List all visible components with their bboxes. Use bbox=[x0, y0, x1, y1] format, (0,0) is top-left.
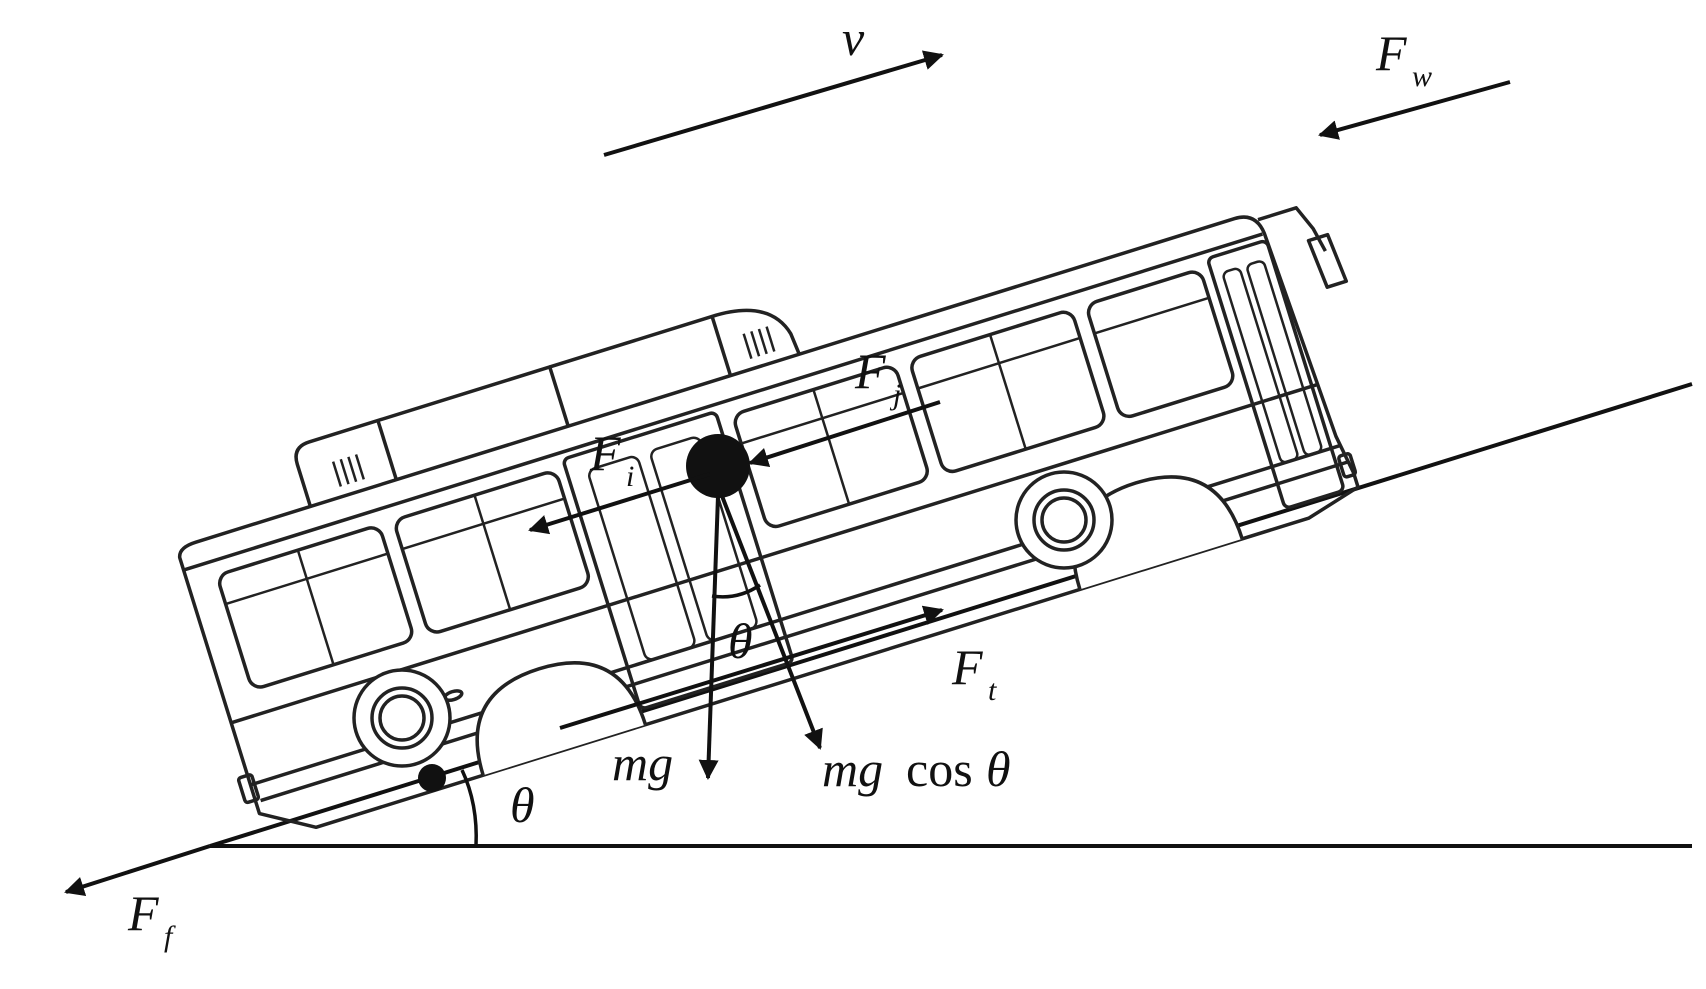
bus-roof-line bbox=[183, 232, 1263, 572]
friction-force-subscript: f bbox=[164, 920, 176, 953]
normal-component-theta: θ bbox=[986, 741, 1011, 797]
friction-force-arrow bbox=[64, 844, 211, 897]
bus-roof-unit-front bbox=[549, 308, 801, 369]
inertia-force-subscript: i bbox=[626, 460, 634, 493]
bus-belt-line bbox=[230, 382, 1319, 725]
contact-point bbox=[418, 764, 446, 792]
grade-force-label: F bbox=[854, 343, 886, 399]
bus-wheel-front bbox=[1014, 470, 1114, 570]
slope-angle-label: θ bbox=[510, 777, 535, 833]
gravity-label: mg bbox=[612, 735, 673, 791]
gravity-arrow bbox=[698, 495, 720, 780]
bus-vent-rear bbox=[331, 454, 365, 487]
bus-mirror bbox=[1257, 206, 1327, 252]
traction-force-subscript: t bbox=[988, 674, 997, 707]
bus-roof-divider bbox=[376, 419, 399, 481]
grade-force-subscript: j bbox=[889, 378, 901, 411]
traction-force-label: F bbox=[951, 639, 983, 695]
bus-wheel-arch-rear bbox=[475, 661, 648, 776]
velocity-label: v bbox=[842, 10, 865, 66]
bus-door-middle bbox=[562, 411, 794, 710]
angle-arc-body bbox=[711, 583, 761, 599]
normal-component-arrow bbox=[720, 495, 823, 750]
wind-force-subscript: w bbox=[1412, 60, 1432, 93]
bus-vent-front bbox=[742, 326, 776, 360]
bus-door-front bbox=[1207, 239, 1345, 509]
bus-wheel-rear bbox=[352, 668, 452, 768]
angle-arc-slope bbox=[460, 769, 478, 847]
inertia-force-arrow bbox=[528, 472, 711, 535]
bus-headlight bbox=[1337, 452, 1358, 479]
bus-roof-unit-rear bbox=[294, 365, 570, 507]
velocity-arrow bbox=[603, 50, 944, 157]
bus-window bbox=[1086, 270, 1235, 419]
wind-force-label: F bbox=[1375, 25, 1407, 81]
bus-mirror-head bbox=[1306, 232, 1349, 289]
inertia-force-label: F bbox=[589, 425, 621, 481]
traction-force-arrow bbox=[559, 605, 944, 730]
body-angle-label: θ bbox=[728, 613, 753, 669]
friction-force-label: F bbox=[127, 885, 159, 941]
grade-force-arrow bbox=[748, 400, 941, 468]
bus-roof-divider bbox=[710, 315, 733, 377]
bus-body bbox=[177, 215, 1360, 830]
wind-force-arrow bbox=[1318, 80, 1511, 140]
normal-component-mg: mg bbox=[822, 741, 883, 797]
normal-component-cos: cos bbox=[906, 741, 973, 797]
center-of-mass bbox=[686, 434, 750, 498]
slope-line bbox=[209, 382, 1693, 848]
bus bbox=[177, 206, 1360, 830]
bus-rear-light bbox=[236, 773, 261, 805]
